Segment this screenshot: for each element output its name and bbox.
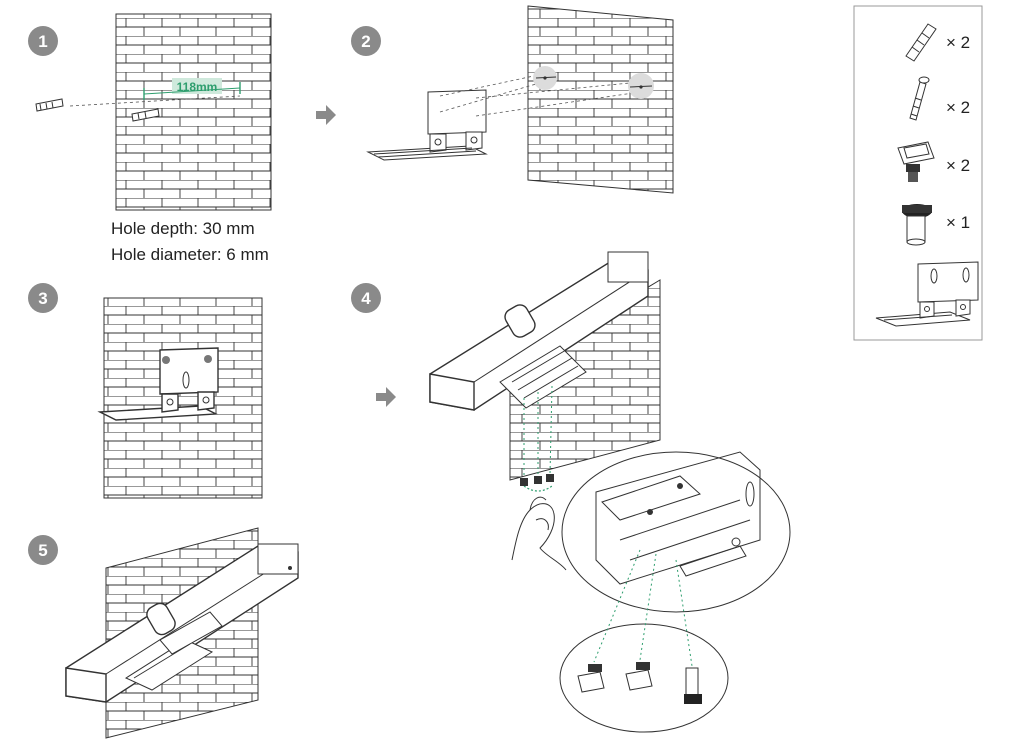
bracket-clip-icon xyxy=(577,664,605,693)
step-1-badge: 1 xyxy=(28,26,58,56)
step-2-badge: 2 xyxy=(351,26,381,56)
step-3-bracket xyxy=(97,347,219,421)
wall-anchor-icon xyxy=(131,108,160,122)
thumb-screw-icon xyxy=(684,667,702,704)
thumb-screw-quantity: × 1 xyxy=(946,213,970,232)
wall-anchor-icon xyxy=(35,98,64,112)
bracket-clip-icon xyxy=(625,662,653,691)
step-1-number: 1 xyxy=(38,32,47,51)
step-1-drill-guide: 118mm xyxy=(35,78,241,122)
step-3-number: 3 xyxy=(38,289,47,308)
thumb-screw-icon xyxy=(902,204,932,246)
step-5-number: 5 xyxy=(38,541,47,560)
step-2-bracket xyxy=(366,73,641,161)
step-5-badge: 5 xyxy=(28,535,58,565)
detail-callout-top xyxy=(561,451,791,613)
wall-anchor-icon xyxy=(905,23,937,62)
anchor-quantity: × 2 xyxy=(946,33,970,52)
step-4-number: 4 xyxy=(361,289,371,308)
step-2-number: 2 xyxy=(361,32,370,51)
step-4-screw-guides xyxy=(520,385,554,492)
clip-quantity: × 2 xyxy=(946,156,970,175)
bracket-clip-icon xyxy=(897,141,935,182)
step-2-wall xyxy=(527,5,674,194)
step-3-wall xyxy=(103,297,263,499)
hand-illustration xyxy=(511,496,567,571)
step-4-device xyxy=(429,251,649,411)
step-4-badge: 4 xyxy=(351,283,381,313)
step-1-wall xyxy=(115,13,272,211)
screw-quantity: × 2 xyxy=(946,98,970,117)
step-3-badge: 3 xyxy=(28,283,58,313)
parts-list-panel: × 2 × 2 × 2 × 1 xyxy=(853,5,983,341)
next-step-arrow-icon xyxy=(316,105,336,125)
detail-callout-bottom xyxy=(559,549,729,733)
hole-depth-text: Hole depth: 30 mm xyxy=(111,219,255,238)
wall-bracket-icon xyxy=(875,261,979,327)
step-5-device xyxy=(65,543,299,703)
screw-icon xyxy=(909,76,930,121)
next-step-arrow-icon xyxy=(376,387,396,407)
hole-diameter-text: Hole diameter: 6 mm xyxy=(111,245,269,264)
